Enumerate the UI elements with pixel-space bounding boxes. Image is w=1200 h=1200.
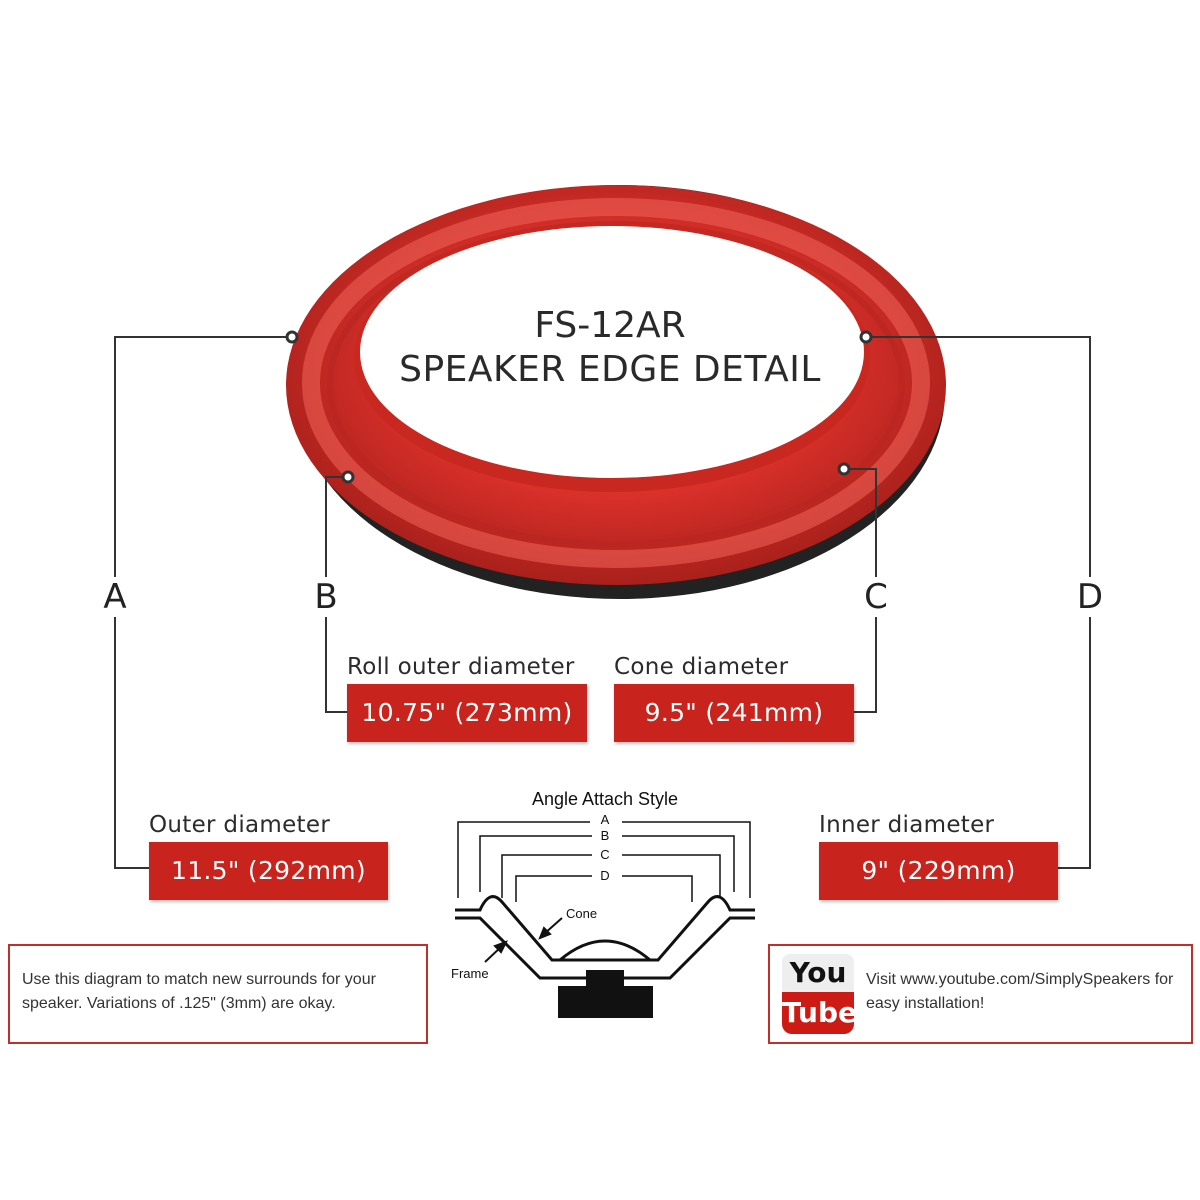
note-box-left: Use this diagram to match new surrounds … bbox=[8, 944, 428, 1044]
attach-letter-a: A bbox=[600, 812, 610, 827]
inner-diameter-value: 9" (229mm) bbox=[819, 842, 1058, 900]
roll-outer-value: 10.75" (273mm) bbox=[347, 684, 587, 742]
youtube-logo-top: You bbox=[782, 954, 854, 992]
outer-diameter-value: 11.5" (292mm) bbox=[149, 842, 388, 900]
youtube-logo-icon[interactable]: You Tube bbox=[778, 954, 858, 1036]
roll-outer-label: Roll outer diameter bbox=[347, 654, 575, 680]
attach-letter-b: B bbox=[600, 828, 610, 843]
angle-attach-diagram bbox=[455, 821, 755, 1018]
youtube-text: Visit www.youtube.com/SimplySpeakers for… bbox=[866, 971, 1174, 1012]
frame-label: Frame bbox=[451, 966, 489, 981]
cone-diameter-label: Cone diameter bbox=[614, 654, 789, 680]
cone-diameter-value: 9.5" (241mm) bbox=[614, 684, 854, 742]
inner-diameter-label: Inner diameter bbox=[819, 812, 995, 838]
note-left-text: Use this diagram to match new surrounds … bbox=[22, 971, 376, 1012]
attach-letter-d: D bbox=[600, 868, 610, 883]
page-title: FS-12AR bbox=[534, 305, 686, 346]
cone-label: Cone bbox=[566, 906, 598, 921]
marker-a: A bbox=[95, 577, 135, 617]
youtube-logo-bottom: Tube bbox=[782, 992, 857, 1034]
attach-letter-c: C bbox=[600, 847, 610, 862]
marker-d: D bbox=[1070, 577, 1110, 617]
page-subtitle: SPEAKER EDGE DETAIL bbox=[399, 349, 821, 390]
marker-b: B bbox=[306, 577, 346, 617]
marker-c: C bbox=[856, 577, 896, 617]
outer-diameter-label: Outer diameter bbox=[149, 812, 331, 838]
note-box-youtube: You Tube Visit www.youtube.com/SimplySpe… bbox=[768, 944, 1193, 1044]
attach-style-title: Angle Attach Style bbox=[531, 789, 679, 809]
